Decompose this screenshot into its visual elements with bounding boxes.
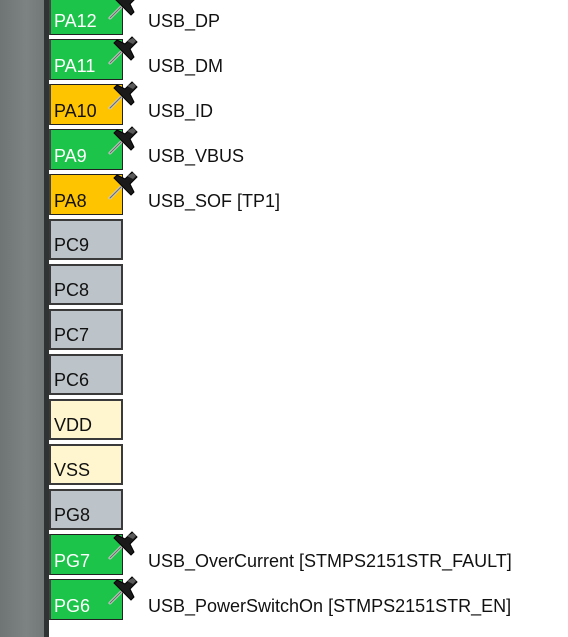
pin-name-label: PA9 — [54, 146, 87, 166]
pin-name-label: PC7 — [54, 325, 90, 345]
pin-signal-label[interactable]: USB_DM — [148, 56, 224, 76]
pin-name-label: PC9 — [54, 235, 90, 255]
pin-name-label: PC8 — [54, 280, 90, 300]
pin-signal-label[interactable]: USB_SOF [TP1] — [148, 191, 281, 211]
pushpin-icon — [106, 32, 146, 68]
pin-name-label: PA12 — [54, 11, 97, 31]
pin-vss[interactable]: VSS — [49, 444, 123, 485]
pushpin-icon — [106, 0, 146, 23]
pin-pg8[interactable]: PG8 — [49, 489, 123, 530]
pin-signal-label[interactable]: USB_PowerSwitchOn [STMPS2151STR_EN] — [148, 596, 512, 616]
pin-pa10[interactable]: PA10 — [49, 84, 123, 125]
pin-pc9[interactable]: PC9 — [49, 219, 123, 260]
pin-pc6[interactable]: PC6 — [49, 354, 123, 395]
pin-name-label: VDD — [54, 415, 93, 435]
mcu-package-body — [0, 0, 44, 637]
pin-pg7[interactable]: PG7 — [49, 534, 123, 575]
pin-vdd[interactable]: VDD — [49, 399, 123, 440]
pin-signal-label[interactable]: USB_ID — [148, 101, 214, 121]
pushpin-icon — [106, 572, 146, 608]
pin-pc7[interactable]: PC7 — [49, 309, 123, 350]
pin-signal-label[interactable]: USB_VBUS — [148, 146, 245, 166]
pin-name-label: PG8 — [54, 505, 91, 525]
pin-pc8[interactable]: PC8 — [49, 264, 123, 305]
pin-name-label: PA11 — [54, 56, 96, 76]
pushpin-icon — [106, 167, 146, 203]
pin-signal-label[interactable]: USB_DP — [148, 11, 221, 31]
pin-name-label: PA10 — [54, 101, 97, 121]
mcu-package-edge — [44, 0, 49, 637]
pin-name-label: PA8 — [54, 191, 87, 211]
pin-pa9[interactable]: PA9 — [49, 129, 123, 170]
pin-signal-label[interactable]: USB_OverCurrent [STMPS2151STR_FAULT] — [148, 551, 512, 571]
pin-name-label: VSS — [54, 460, 91, 480]
pin-pa11[interactable]: PA11 — [49, 39, 123, 80]
pushpin-icon — [106, 122, 146, 158]
pushpin-icon — [106, 77, 146, 113]
pin-pg6[interactable]: PG6 — [49, 579, 123, 620]
pin-name-label: PG6 — [54, 596, 91, 616]
pin-name-label: PC6 — [54, 370, 90, 390]
pin-name-label: PG7 — [54, 551, 91, 571]
pushpin-icon — [106, 527, 146, 563]
pin-pa8[interactable]: PA8 — [49, 174, 123, 215]
